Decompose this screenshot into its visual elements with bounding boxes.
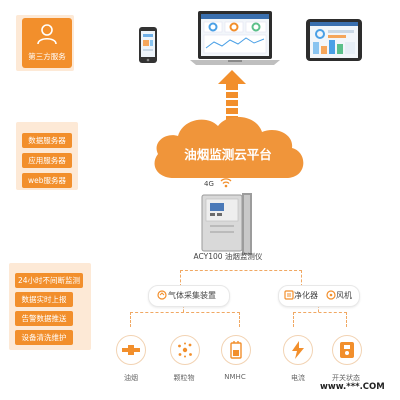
purifier-icon [284, 290, 294, 300]
feature-tag: 设备清洗维护 [15, 330, 73, 345]
sensor-label-switch: 开关状态 [332, 374, 360, 382]
upload-arrow-icon [218, 70, 246, 120]
sensor-label-oil-smoke: 油烟 [124, 374, 138, 382]
gas-module-box [148, 285, 230, 307]
watermark: www.***.COM [320, 382, 385, 392]
app-server-tag: 应用服务器 [22, 153, 72, 168]
gas-module-label: 气体采集装置 [168, 291, 216, 300]
features-panel: 24小时不间断监测 数据实时上报 告警数据推送 设备清洗维护 [9, 263, 91, 350]
third-party-label: 第三方服务 [28, 52, 66, 61]
user-icon [37, 24, 57, 45]
cloud-label: 油烟监测云平台 [184, 147, 272, 162]
fan-icon [326, 290, 336, 300]
network-label: 4G [204, 180, 214, 188]
connector-line [130, 312, 240, 327]
particle-icon [170, 335, 200, 365]
phone-icon [139, 27, 157, 63]
purifier-fan-box [278, 285, 360, 307]
connector-line [318, 305, 319, 312]
servers-panel: 数据服务器 应用服务器 web服务器 [16, 122, 78, 190]
sensor-label-current: 电流 [291, 374, 305, 382]
feature-tag: 告警数据推送 [15, 311, 73, 326]
purifier-label: 净化器 [294, 291, 318, 300]
current-icon [283, 335, 313, 365]
monitor-device-icon [201, 193, 252, 255]
nmhc-icon [221, 335, 251, 365]
cloud-icon [154, 116, 304, 178]
switch-icon [332, 335, 362, 365]
device-label: ACY100 油烟监测仪 [193, 252, 263, 261]
web-server-tag: web服务器 [22, 173, 72, 188]
sensor-label-nmhc: NMHC [224, 373, 246, 381]
wifi-signal-icon [220, 178, 232, 188]
laptop-icon [190, 11, 280, 65]
feature-tag: 数据实时上报 [15, 292, 73, 307]
data-server-tag: 数据服务器 [22, 133, 72, 148]
tablet-icon [306, 19, 362, 61]
sensor-label-particle: 颗粒物 [173, 374, 195, 382]
oil-smoke-icon [116, 335, 146, 365]
feature-tag: 24小时不间断监测 [15, 273, 83, 288]
gas-collector-icon [157, 290, 167, 300]
third-party-box[interactable]: 第三方服务 [22, 18, 72, 68]
fan-label: 风机 [336, 291, 352, 300]
connector-line [183, 305, 184, 312]
connector-line [180, 270, 302, 287]
connector-line [293, 312, 347, 327]
